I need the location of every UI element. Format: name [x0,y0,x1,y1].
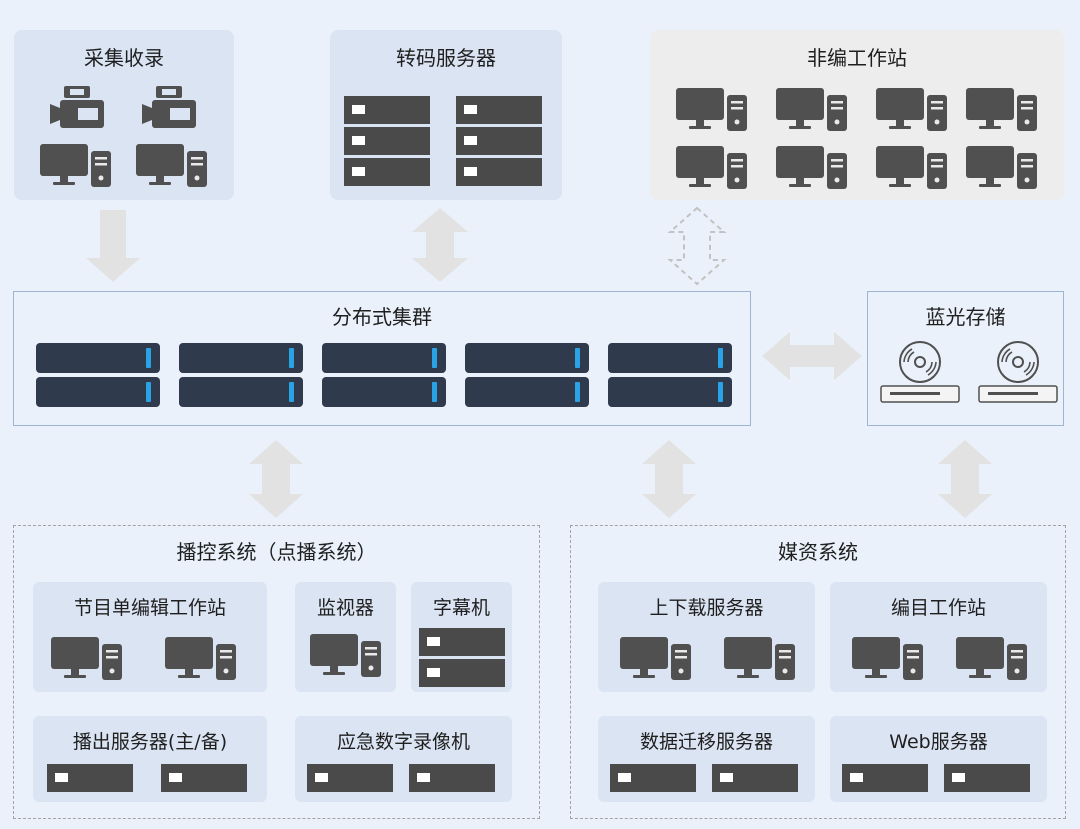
double-arrow-icon [642,440,696,518]
catalog-title: 编目工作站 [890,597,986,619]
desktop-computer-icon [956,637,1028,681]
desktop-computer-icon [776,146,848,190]
media-title: 媒资系统 [778,540,858,564]
playout-server-panel: 播出服务器(主/备) [33,716,267,802]
double-arrow-icon [249,440,303,518]
schedule-workstation-panel: 节目单编辑工作站 [33,582,267,692]
bluray-title: 蓝光存储 [925,305,1006,329]
updown-title: 上下载服务器 [649,597,764,619]
nonlinear-panel: 非编工作站 [650,30,1064,200]
desktop-computer-icon [676,88,748,132]
desktop-computer-icon [136,144,208,188]
cluster-node-icon [608,377,732,407]
rack-server-icon [610,764,696,792]
cluster-node-icon [465,377,589,407]
desktop-computer-icon [966,146,1038,190]
migration-title: 数据迁移服务器 [639,731,773,753]
playout-system-panel: 播控系统（点播系统） 节目单编辑工作站 监视器 字幕机 播出服务器(主/备) 应… [13,525,540,819]
double-arrow-icon [938,440,992,518]
cluster-node-icon [465,343,589,373]
rack-server-icon [307,764,393,792]
rack-server-icon [456,96,542,186]
catalog-workstation-panel: 编目工作站 [830,582,1047,692]
video-camera-icon [50,86,106,134]
cluster-title: 分布式集群 [332,305,432,329]
caption-title: 字幕机 [432,597,490,619]
dashed-double-arrow-icon [667,206,727,286]
cluster-node-icon [322,377,446,407]
cluster-panel: 分布式集群 [13,291,751,426]
desktop-computer-icon [776,88,848,132]
rack-server-icon [47,764,133,792]
monitor-title: 监视器 [316,597,374,619]
desktop-computer-icon [620,637,692,681]
media-system-panel: 媒资系统 上下载服务器 编目工作站 数据迁移服务器 Web服务器 [570,525,1066,819]
monitor-panel: 监视器 [295,582,396,692]
capture-panel: 采集收录 [14,30,234,200]
desktop-computer-icon [966,88,1038,132]
emergency-recorder-panel: 应急数字录像机 [295,716,512,802]
nonlinear-title: 非编工作站 [807,46,907,70]
rack-server-icon [161,764,247,792]
down-arrow-icon [86,210,140,282]
playout-title: 播控系统（点播系统） [176,540,377,564]
rack-server-icon [409,764,495,792]
optical-disc-icon [880,340,960,404]
double-arrow-icon [412,208,468,282]
web-title: Web服务器 [889,731,988,753]
optical-disc-icon [978,340,1058,404]
video-camera-icon [142,86,198,134]
schedule-title: 节目单编辑工作站 [73,597,226,619]
emergency-title: 应急数字录像机 [336,731,470,753]
desktop-computer-icon [310,634,382,678]
desktop-computer-icon [724,637,796,681]
cluster-node-icon [36,343,160,373]
desktop-computer-icon [876,146,948,190]
horizontal-double-arrow-icon [762,332,862,380]
bluray-panel: 蓝光存储 [867,291,1064,426]
capture-title: 采集收录 [84,46,164,70]
rack-server-icon [944,764,1030,792]
cluster-node-icon [179,377,303,407]
transcode-panel: 转码服务器 [330,30,562,200]
rack-server-icon [842,764,928,792]
cluster-node-icon [322,343,446,373]
migration-server-panel: 数据迁移服务器 [598,716,815,802]
cluster-node-icon [179,343,303,373]
rack-server-icon [419,628,505,687]
cluster-node-icon [36,377,160,407]
desktop-computer-icon [876,88,948,132]
rack-server-icon [712,764,798,792]
desktop-computer-icon [165,637,237,681]
updown-server-panel: 上下载服务器 [598,582,815,692]
desktop-computer-icon [40,144,112,188]
desktop-computer-icon [51,637,123,681]
playout-server-title: 播出服务器(主/备) [72,731,228,753]
cluster-node-icon [608,343,732,373]
desktop-computer-icon [852,637,924,681]
desktop-computer-icon [676,146,748,190]
transcode-title: 转码服务器 [396,46,496,70]
rack-server-icon [344,96,430,186]
caption-machine-panel: 字幕机 [411,582,512,692]
web-server-panel: Web服务器 [830,716,1047,802]
